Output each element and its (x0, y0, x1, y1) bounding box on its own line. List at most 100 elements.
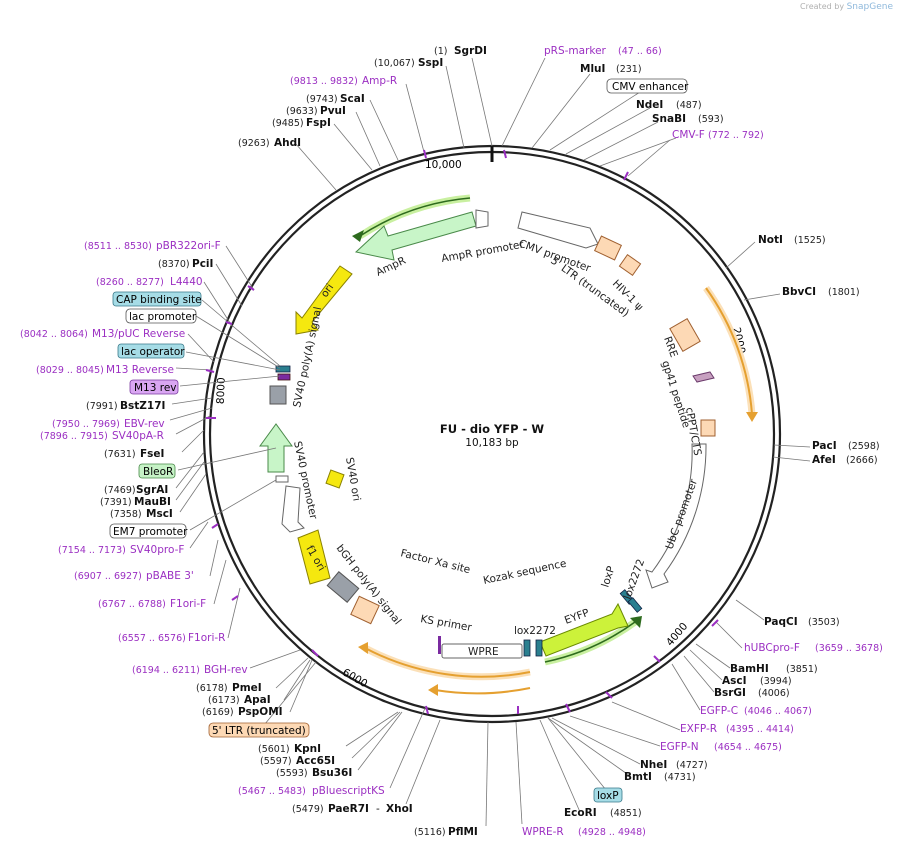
label-fspi: FspI (306, 117, 331, 129)
label-loxp: loxP (599, 565, 617, 589)
orf-arc-bottom-2 (434, 687, 531, 695)
label-paer7i: PaeR7I (328, 803, 369, 815)
orf-arrowhead-1 (746, 412, 758, 422)
label-bsu36i: Bsu36I (312, 767, 352, 779)
label-bleor: BleoR (143, 466, 173, 478)
snapgene-watermark: Created by SnapGene (800, 2, 893, 12)
label-snabi: SnaBI (652, 113, 686, 125)
eyfp-arrow (539, 602, 629, 657)
pos-acc65i: (5597) (260, 756, 292, 767)
pos-pflmi: (5116) (414, 827, 446, 838)
pos-afei: (2666) (846, 455, 878, 466)
label-factorxa: Factor Xa site (399, 547, 471, 576)
ampr-orf-line (359, 197, 471, 237)
label-ebv-rev: EBV-rev (124, 418, 165, 430)
pos-egfp-n: (4654 .. 4675) (714, 742, 782, 753)
label-hubcpro-f: hUBCpro-F (744, 642, 800, 654)
label-loxp-box: loxP (597, 790, 619, 802)
pos-bstz17i: (7991) (86, 401, 118, 412)
pos-snabi: (593) (698, 114, 724, 125)
pos-maubi: (7391) (100, 497, 132, 508)
ltr-box-lower (350, 595, 380, 625)
pos-pcii: (8370) (158, 259, 190, 270)
pos-prs-marker: (47 .. 66) (618, 46, 662, 57)
label-pbr322ori-f: pBR322ori-F (156, 240, 221, 252)
label-cppt: cPPT/CTS (683, 406, 703, 456)
ruler-4000: 4000 (664, 620, 690, 648)
pos-l4440: (8260 .. 8277) (96, 277, 164, 288)
label-cmv-f: CMV-F (672, 129, 705, 141)
label-wpre-r: WPRE-R (522, 826, 564, 838)
em7-promoter-mark (275, 475, 289, 483)
lox2272-mark-3 (535, 639, 543, 657)
box-lac-operator (117, 343, 185, 359)
label-nhei: NheI (640, 759, 667, 771)
leader-lines (169, 57, 811, 827)
label-sv40pa-r: SV40pA-R (112, 430, 164, 442)
pos-bsu36i: (5593) (276, 768, 308, 779)
pos-wpre-r: (4928 .. 4948) (578, 827, 646, 838)
label-acc65i: Acc65I (296, 755, 335, 767)
label-ndei: NdeI (636, 99, 663, 111)
label-cap-binding: CAP binding site (116, 294, 202, 306)
pos-noti: (1525) (794, 235, 826, 246)
label-xhoi: XhoI (386, 803, 413, 815)
label-ks: KS primer (419, 613, 473, 634)
pos-sv40pa-r: (7896 .. 7915) (40, 431, 108, 442)
ks-primer-mark (438, 636, 441, 654)
pos-bamhi: (3851) (786, 664, 818, 675)
m13-mark (277, 373, 291, 381)
pos-pmei: (6178) (196, 683, 228, 694)
label-paqci: PaqCI (764, 616, 798, 628)
right-labels: pRS-marker (47 .. 66) MluI (231) CMV enh… (522, 45, 883, 838)
label-bstz17i: BstZ17I (120, 400, 165, 412)
ampr-promoter-arrow (475, 209, 489, 229)
label-f1ori-r: F1ori-R (188, 632, 225, 644)
label-sgrai: SgrAI (136, 484, 168, 496)
pos-bsrgi: (4006) (758, 688, 790, 699)
pos-pbluescriptks: (5467 .. 5483) (238, 786, 306, 797)
label-pbluescriptks: pBluescriptKS (312, 785, 385, 797)
label-prs-marker: pRS-marker (544, 45, 607, 57)
pos-m13-puc: (8042 .. 8064) (20, 329, 88, 340)
pos-bbvci: (1801) (828, 287, 860, 298)
lox2272-mark-1 (627, 597, 643, 613)
label-m13-puc: M13/pUC Reverse (92, 328, 185, 340)
label-egfp-c: EGFP-C (700, 705, 738, 717)
label-m13-reverse: M13 Reverse (106, 364, 174, 376)
pos-bgh-rev: (6194 .. 6211) (132, 665, 200, 676)
label-cmv-enhancer: CMV enhancer (612, 81, 689, 93)
label-pvui: PvuI (320, 105, 346, 117)
sv40-ori-box (325, 469, 345, 489)
box-em7 (109, 523, 187, 539)
pos-pbabe: (6907 .. 6927) (74, 571, 142, 582)
orf-arrowhead-3 (428, 684, 438, 696)
eyfp-orf-line (544, 621, 636, 663)
pos-fspi: (9485) (272, 118, 304, 129)
pos-mlui: (231) (616, 64, 642, 75)
box-ltr5 (208, 722, 310, 738)
wpre-box (441, 643, 523, 659)
bgh-polya-box (326, 571, 360, 603)
pos-cmv-f: (772 .. 792) (708, 130, 764, 141)
lox2272-mark-2 (523, 639, 531, 657)
label-asci: AscI (722, 675, 747, 687)
pos-nhei: (4727) (676, 760, 708, 771)
ori-arrow (295, 265, 353, 335)
label-bbvci: BbvCI (782, 286, 816, 298)
sv40-polya-box (269, 385, 287, 405)
box-loxp (593, 787, 623, 803)
label-ahdi: AhdI (274, 137, 301, 149)
pos-m13-reverse: (8029 .. 8045) (36, 365, 104, 376)
pos-paqci: (3503) (808, 617, 840, 628)
rre-box (669, 318, 701, 352)
plasmid-size: 10,183 bp (465, 437, 519, 449)
cmv-promoter-arrow (517, 211, 599, 249)
pos-paer7i: (5479) (292, 804, 324, 815)
label-bamhi: BamHI (730, 663, 769, 675)
label-maubi: MauBI (134, 496, 171, 508)
label-sspi: SspI (418, 57, 443, 69)
label-kpni: KpnI (294, 743, 321, 755)
ubc-promoter-arrow (645, 443, 707, 589)
pos-sspi: (10,067) (374, 58, 415, 69)
